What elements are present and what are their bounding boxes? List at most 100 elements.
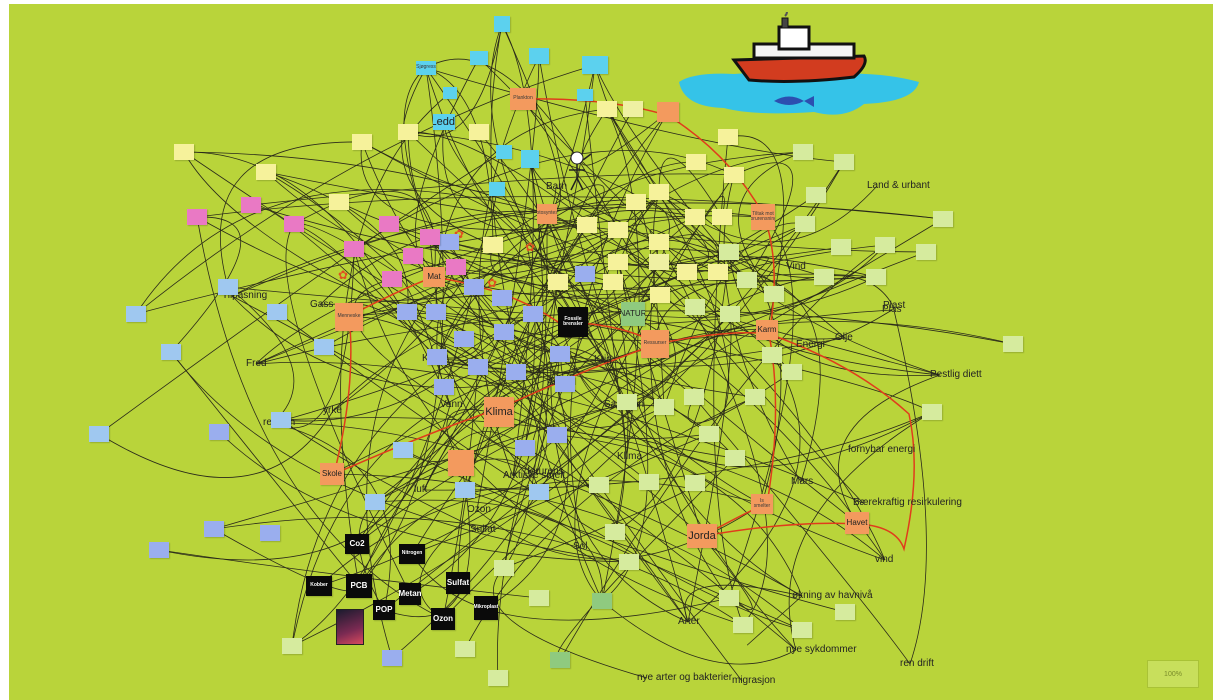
sticky-note[interactable]	[454, 331, 474, 347]
sticky-note[interactable]	[708, 264, 728, 280]
node-label-migrasjon[interactable]: migrasjon	[732, 675, 776, 686]
node-label-sol[interactable]: Sol	[573, 541, 588, 552]
sticky-note-o_small[interactable]	[448, 450, 474, 476]
sticky-note[interactable]	[209, 424, 229, 440]
sticky-note[interactable]	[724, 167, 744, 183]
sticky-note-c7[interactable]	[489, 182, 505, 196]
sticky-note[interactable]	[623, 101, 643, 117]
node-label-gass[interactable]: Gass	[310, 299, 334, 310]
sticky-note[interactable]	[494, 324, 514, 340]
sticky-note[interactable]	[639, 474, 659, 490]
sticky-note[interactable]	[649, 234, 669, 250]
sticky-note[interactable]	[149, 542, 169, 558]
sticky-note-nitrogen[interactable]: Nitrogen	[399, 544, 425, 564]
sticky-note-havet[interactable]: Havet	[845, 512, 869, 534]
sticky-note[interactable]	[806, 187, 826, 203]
sticky-note[interactable]	[282, 638, 302, 654]
sticky-note[interactable]	[737, 272, 757, 288]
node-label-vann[interactable]: Vann	[440, 399, 463, 410]
node-label-arter[interactable]: Arter	[678, 616, 700, 627]
sticky-note[interactable]	[426, 304, 446, 320]
node-label-vindx[interactable]: Vind	[786, 261, 806, 272]
sticky-note[interactable]	[699, 426, 719, 442]
sticky-note[interactable]	[575, 266, 595, 282]
sticky-note[interactable]	[492, 290, 512, 306]
sticky-note[interactable]	[344, 241, 364, 257]
sticky-note[interactable]	[468, 359, 488, 375]
node-label-barn[interactable]: Barn	[546, 181, 568, 192]
sticky-note[interactable]	[329, 194, 349, 210]
sticky-note[interactable]	[617, 394, 637, 410]
sticky-note-pcb[interactable]: PCB	[346, 574, 372, 598]
sticky-note[interactable]	[605, 524, 625, 540]
sticky-note[interactable]	[379, 216, 399, 232]
sticky-note[interactable]	[529, 590, 549, 606]
sticky-note[interactable]	[523, 306, 543, 322]
sticky-note[interactable]	[589, 477, 609, 493]
node-label-pla[interactable]: Plas	[882, 304, 902, 315]
sticky-note-c2[interactable]	[529, 48, 549, 64]
sticky-note-c6[interactable]	[496, 145, 512, 159]
node-label-sykdommer[interactable]: nye sykdommer	[786, 644, 857, 655]
sticky-note[interactable]	[814, 269, 834, 285]
sticky-note[interactable]	[397, 304, 417, 320]
node-label-arktiske[interactable]: Arktiske smelt	[503, 470, 566, 481]
sticky-note[interactable]	[835, 604, 855, 620]
sticky-note[interactable]	[719, 244, 739, 260]
sticky-note-c9[interactable]	[577, 89, 593, 101]
sticky-note[interactable]	[547, 427, 567, 443]
node-label-plast2[interactable]: Plast	[883, 300, 906, 311]
node-label-sulfat2[interactable]: Sulfat	[470, 524, 496, 535]
node-label-klima[interactable]: Klima	[617, 451, 643, 462]
sticky-note[interactable]	[834, 154, 854, 170]
sticky-note-jorda[interactable]: Jorda	[687, 524, 717, 548]
node-label-yrke[interactable]: yrke	[323, 405, 342, 416]
node-label-ress2[interactable]: ren drift	[900, 658, 934, 669]
sticky-note-c5[interactable]	[443, 87, 457, 99]
sticky-note[interactable]	[434, 379, 454, 395]
sticky-note-smelt[interactable]: Is smelter	[751, 494, 773, 514]
sticky-note[interactable]	[718, 129, 738, 145]
sticky-note-c1[interactable]	[494, 16, 510, 32]
sticky-note[interactable]	[488, 670, 508, 686]
sticky-note[interactable]	[725, 450, 745, 466]
node-label-tilpass[interactable]: Tilpasning	[222, 290, 268, 301]
node-label-mars[interactable]: Mars	[791, 476, 814, 487]
sticky-note[interactable]	[365, 494, 385, 510]
sticky-note[interactable]	[626, 194, 646, 210]
sticky-note-pop[interactable]: POP	[373, 600, 395, 620]
sticky-note-sjogras[interactable]: Sjøgress	[416, 61, 436, 75]
sticky-note-orgtop[interactable]: Plankton	[510, 88, 536, 110]
sticky-note[interactable]	[271, 412, 291, 428]
sticky-note[interactable]	[685, 475, 705, 491]
sticky-note[interactable]	[866, 269, 886, 285]
sticky-note[interactable]	[455, 482, 475, 498]
sticky-note[interactable]	[382, 271, 402, 287]
sticky-note[interactable]	[831, 239, 851, 255]
sticky-note-orgtop2[interactable]	[657, 102, 679, 122]
sticky-note[interactable]	[267, 304, 287, 320]
sticky-note[interactable]	[506, 364, 526, 380]
sticky-note[interactable]	[933, 211, 953, 227]
node-label-pestlig[interactable]: Pestlig diett	[930, 369, 982, 380]
sticky-note[interactable]	[719, 590, 739, 606]
sticky-note[interactable]	[161, 344, 181, 360]
node-label-forurens[interactable]: forurens	[527, 466, 564, 477]
sticky-note[interactable]	[352, 134, 372, 150]
sticky-note[interactable]	[393, 442, 413, 458]
sticky-note[interactable]	[684, 389, 704, 405]
sticky-note[interactable]	[529, 484, 549, 500]
sticky-note[interactable]	[218, 279, 238, 295]
sticky-note[interactable]	[792, 622, 812, 638]
sticky-note-karm[interactable]: Karm	[756, 320, 778, 340]
sticky-note-ressurs[interactable]: Ressurser	[641, 330, 669, 358]
sticky-note[interactable]	[455, 641, 475, 657]
sticky-note[interactable]	[469, 124, 489, 140]
sticky-note[interactable]	[126, 306, 146, 322]
sticky-note[interactable]	[483, 237, 503, 253]
sticky-note[interactable]	[677, 264, 697, 280]
sticky-note[interactable]	[650, 287, 670, 303]
node-label-krig[interactable]: Krig	[594, 354, 612, 365]
sticky-note[interactable]	[550, 346, 570, 362]
sticky-note[interactable]	[515, 440, 535, 456]
